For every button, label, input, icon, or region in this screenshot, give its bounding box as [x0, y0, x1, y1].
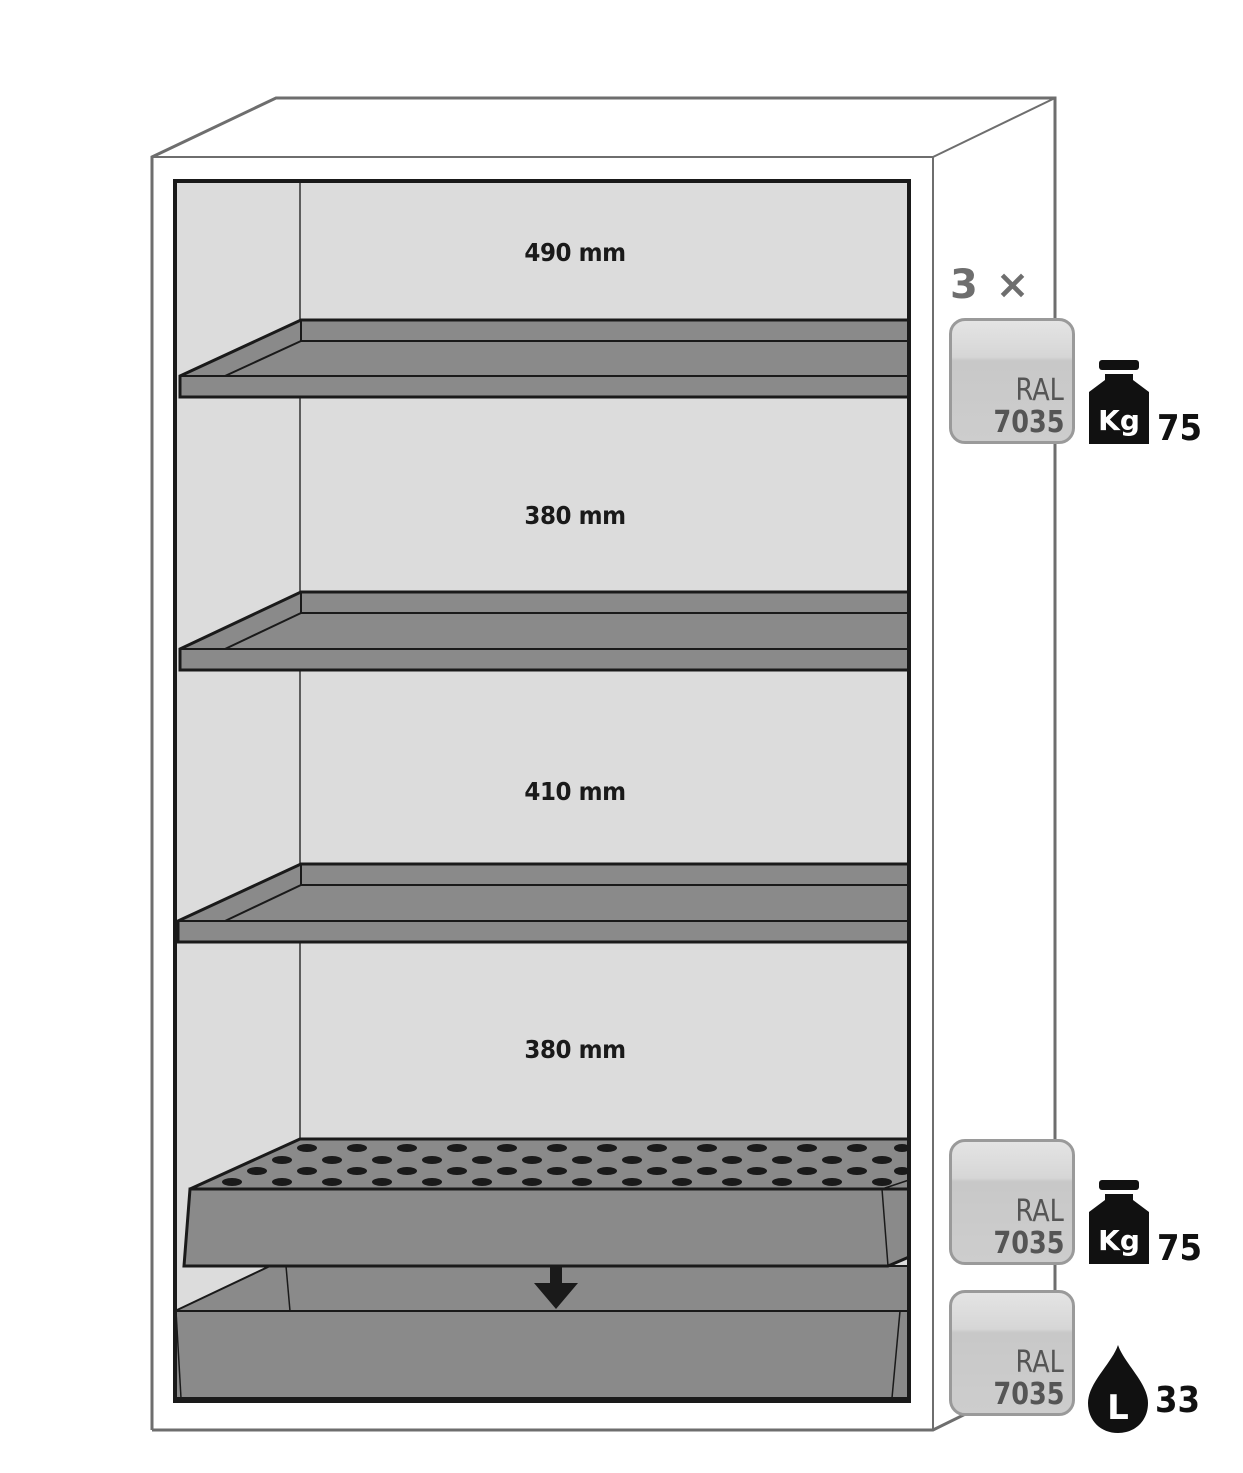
interior-frame	[173, 179, 911, 1403]
perforation-holes	[222, 1144, 910, 1186]
compartment-4-height: 380 mm	[524, 1035, 626, 1064]
shelf-quantity: 3 ×	[950, 262, 1032, 308]
weight-kg-icon: Kg	[1089, 1180, 1149, 1264]
weight-kg-icon: Kg	[1089, 360, 1149, 444]
svg-text:Kg: Kg	[1098, 1224, 1140, 1257]
ral-label: RAL	[1015, 373, 1064, 408]
shelf-1	[178, 318, 911, 399]
ral-code: 7035	[993, 1226, 1064, 1261]
ral-label: RAL	[1015, 1345, 1064, 1380]
perforated-insert	[182, 1137, 911, 1268]
shelf-load-value: 75	[1157, 408, 1203, 449]
compartment-3-height: 410 mm	[524, 777, 626, 806]
compartment-1-height: 490 mm	[524, 238, 626, 267]
svg-text:Kg: Kg	[1098, 404, 1140, 437]
ral-color-swatch-insert: RAL 7035	[949, 1139, 1075, 1265]
shelf-2	[178, 590, 911, 672]
svg-text:L: L	[1107, 1388, 1129, 1428]
insert-load-value: 75	[1157, 1228, 1203, 1269]
sump-volume-value: 33	[1155, 1380, 1201, 1421]
ral-color-swatch-shelves: RAL 7035	[949, 318, 1075, 444]
shelf-3	[176, 862, 911, 944]
liquid-drop-icon: L	[1088, 1345, 1148, 1433]
ral-color-swatch-sump: RAL 7035	[949, 1290, 1075, 1416]
down-arrow-icon	[534, 1266, 578, 1309]
ral-code: 7035	[993, 1377, 1064, 1412]
compartment-2-height: 380 mm	[524, 501, 626, 530]
ral-label: RAL	[1015, 1194, 1064, 1229]
ral-code: 7035	[993, 405, 1064, 440]
